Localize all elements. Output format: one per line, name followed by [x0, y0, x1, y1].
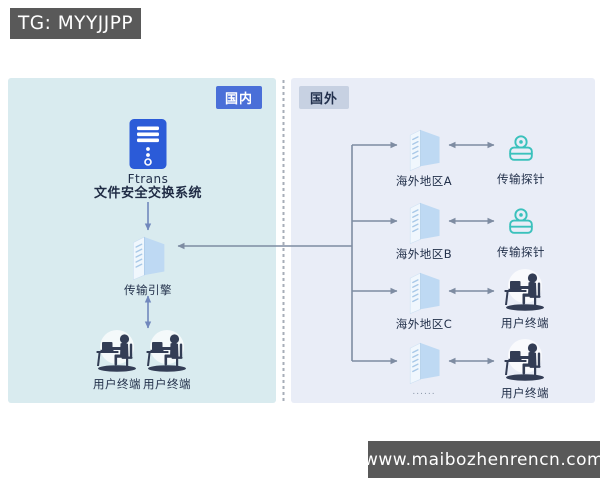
transfer-probe-icon	[504, 133, 538, 165]
server-label: ......	[412, 387, 436, 397]
terminal-label: 用户终端	[501, 386, 549, 400]
overseas-panel: 国外	[291, 78, 595, 403]
probe-node-b: 传输探针	[483, 204, 559, 259]
telegram-watermark-badge: TG: MYYJJPP	[10, 8, 141, 39]
server-label: 海外地区B	[395, 247, 453, 261]
transfer-probe-icon	[504, 206, 538, 238]
overseas-server-node-d: ......	[379, 340, 469, 399]
overseas-terminal-node-d: 用户终端	[497, 337, 553, 400]
server-icon	[405, 270, 443, 314]
terminal-label: 用户终端	[501, 316, 549, 330]
overseas-server-node-a: 海外地区A	[379, 127, 469, 188]
transfer-engine-node: 传输引擎	[98, 234, 198, 297]
engine-server-icon	[128, 234, 168, 280]
probe-label: 传输探针	[497, 172, 545, 186]
domestic-terminal-node-2: 用户终端	[139, 328, 195, 391]
server-icon	[405, 200, 443, 244]
engine-label: 传输引擎	[124, 283, 172, 297]
server-label: 海外地区C	[395, 317, 453, 331]
overseas-terminal-node-c: 用户终端	[497, 267, 553, 330]
probe-node-a: 传输探针	[483, 131, 559, 186]
server-label: 海外地区A	[395, 174, 453, 188]
terminal-label: 用户终端	[93, 377, 141, 391]
domestic-terminal-node-1: 用户终端	[89, 328, 145, 391]
overseas-server-node-b: 海外地区B	[379, 200, 469, 261]
terminal-label: 用户终端	[143, 377, 191, 391]
probe-label: 传输探针	[497, 245, 545, 259]
website-watermark-badge: www.maibozhenrencn.com	[364, 441, 600, 478]
domestic-region-badge: 国内	[216, 86, 262, 109]
overseas-server-node-c: 海外地区C	[379, 270, 469, 331]
system-subtitle-label: 文件安全交换系统	[93, 186, 202, 201]
ftrans-system-node: Ftrans 文件安全交换系统	[78, 118, 218, 201]
user-terminal-icon	[501, 267, 549, 313]
mainframe-server-icon	[127, 118, 169, 170]
user-terminal-icon	[93, 328, 141, 374]
overseas-region-badge: 国外	[299, 86, 349, 109]
server-icon	[405, 340, 443, 384]
server-icon	[405, 127, 443, 171]
user-terminal-icon	[143, 328, 191, 374]
system-name-label: Ftrans	[127, 172, 169, 186]
user-terminal-icon	[501, 337, 549, 383]
